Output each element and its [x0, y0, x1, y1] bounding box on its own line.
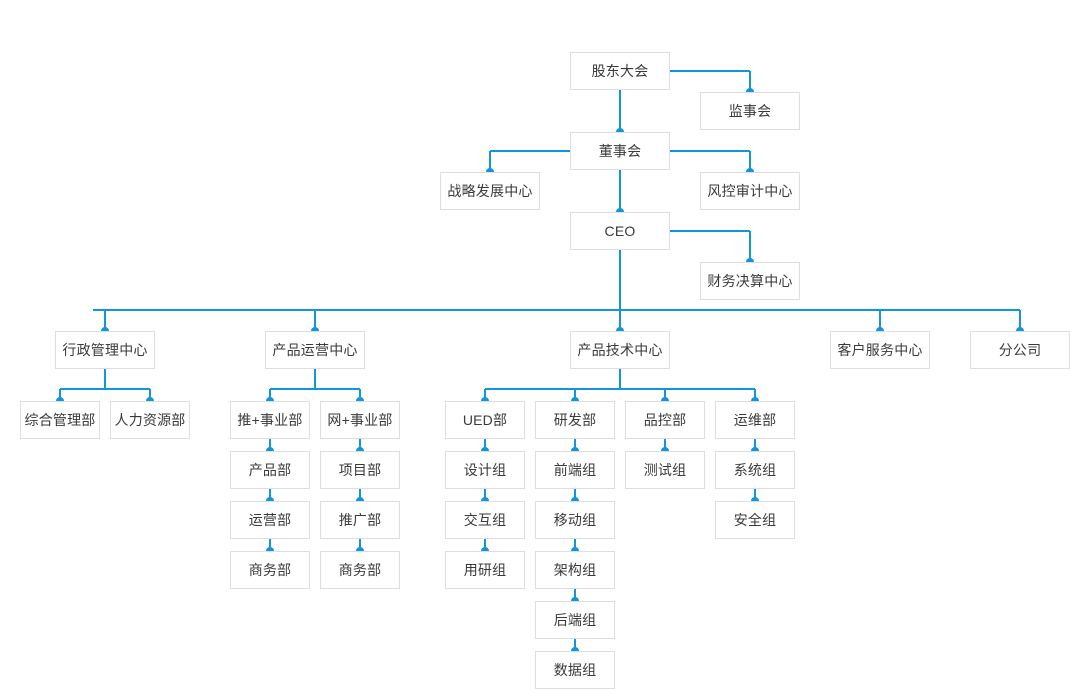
org-node-label: 研发部	[553, 412, 597, 428]
org-node-label: 董事会	[598, 143, 642, 159]
org-node-label: 项目部	[338, 462, 382, 478]
org-node-label: 产品运营中心	[272, 342, 358, 358]
org-node-label: 网+事业部	[327, 412, 393, 428]
org-node-label: 交互组	[463, 512, 507, 528]
org-node-ops-wang[interactable]: 网+事业部	[320, 401, 400, 439]
org-node-board[interactable]: 董事会	[570, 132, 670, 170]
org-node-label: 测试组	[643, 462, 687, 478]
org-node-tech-architecture[interactable]: 架构组	[535, 551, 615, 589]
org-node-label: 运维部	[733, 412, 777, 428]
org-node-tech-backend[interactable]: 后端组	[535, 601, 615, 639]
org-node-label: 战略发展中心	[447, 183, 533, 199]
org-node-ops-operation[interactable]: 运营部	[230, 501, 310, 539]
org-node-supervisory[interactable]: 监事会	[700, 92, 800, 130]
org-node-label: 产品技术中心	[577, 342, 663, 358]
org-node-finance[interactable]: 财务决算中心	[700, 262, 800, 300]
org-node-label: 综合管理部	[24, 412, 96, 428]
org-node-admin-center[interactable]: 行政管理中心	[55, 331, 155, 369]
org-node-label: 监事会	[728, 103, 772, 119]
org-node-label: 商务部	[248, 562, 292, 578]
org-node-label: 架构组	[553, 562, 597, 578]
org-node-label: 运营部	[248, 512, 292, 528]
org-node-label: 财务决算中心	[707, 273, 793, 289]
org-node-tech-research[interactable]: 用研组	[445, 551, 525, 589]
org-node-label: UED部	[462, 412, 508, 428]
org-node-tech-ops[interactable]: 运维部	[715, 401, 795, 439]
org-node-label: 产品部	[248, 462, 292, 478]
org-node-ops-project[interactable]: 项目部	[320, 451, 400, 489]
org-node-shareholders[interactable]: 股东大会	[570, 52, 670, 90]
org-node-tech-system[interactable]: 系统组	[715, 451, 795, 489]
org-node-label: 后端组	[553, 612, 597, 628]
org-node-tech-rd[interactable]: 研发部	[535, 401, 615, 439]
org-node-label: 系统组	[733, 462, 777, 478]
org-node-label: 前端组	[553, 462, 597, 478]
org-node-label: 数据组	[553, 662, 597, 678]
org-node-tech-test[interactable]: 测试组	[625, 451, 705, 489]
org-node-ops-business[interactable]: 商务部	[230, 551, 310, 589]
org-node-label: CEO	[604, 223, 636, 239]
org-node-ops-tui[interactable]: 推+事业部	[230, 401, 310, 439]
org-node-tech-interaction[interactable]: 交互组	[445, 501, 525, 539]
org-node-admin-general[interactable]: 综合管理部	[20, 401, 100, 439]
org-node-strategy[interactable]: 战略发展中心	[440, 172, 540, 210]
org-node-tech-qa[interactable]: 品控部	[625, 401, 705, 439]
org-node-branch[interactable]: 分公司	[970, 331, 1070, 369]
org-node-label: 安全组	[733, 512, 777, 528]
org-node-label: 设计组	[463, 462, 507, 478]
org-node-label: 风控审计中心	[707, 183, 793, 199]
org-node-ops-center[interactable]: 产品运营中心	[265, 331, 365, 369]
org-node-ops-product[interactable]: 产品部	[230, 451, 310, 489]
org-node-ceo[interactable]: CEO	[570, 212, 670, 250]
org-node-tech-security[interactable]: 安全组	[715, 501, 795, 539]
org-node-label: 股东大会	[591, 63, 649, 79]
org-node-label: 品控部	[643, 412, 687, 428]
org-node-admin-hr[interactable]: 人力资源部	[110, 401, 190, 439]
org-node-tech-mobile[interactable]: 移动组	[535, 501, 615, 539]
org-node-label: 用研组	[463, 562, 507, 578]
org-node-tech-data[interactable]: 数据组	[535, 651, 615, 689]
org-node-label: 推+事业部	[237, 412, 303, 428]
org-node-label: 客户服务中心	[837, 342, 923, 358]
org-node-tech-ued[interactable]: UED部	[445, 401, 525, 439]
org-node-service-center[interactable]: 客户服务中心	[830, 331, 930, 369]
org-node-tech-center[interactable]: 产品技术中心	[570, 331, 670, 369]
org-node-label: 移动组	[553, 512, 597, 528]
org-node-ops-promotion[interactable]: 推广部	[320, 501, 400, 539]
org-node-ops-business2[interactable]: 商务部	[320, 551, 400, 589]
org-node-label: 商务部	[338, 562, 382, 578]
org-node-riskaudit[interactable]: 风控审计中心	[700, 172, 800, 210]
org-node-label: 人力资源部	[114, 412, 186, 428]
org-node-tech-design[interactable]: 设计组	[445, 451, 525, 489]
org-node-label: 行政管理中心	[62, 342, 148, 358]
org-node-label: 分公司	[998, 342, 1042, 358]
org-node-tech-frontend[interactable]: 前端组	[535, 451, 615, 489]
org-node-label: 推广部	[338, 512, 382, 528]
